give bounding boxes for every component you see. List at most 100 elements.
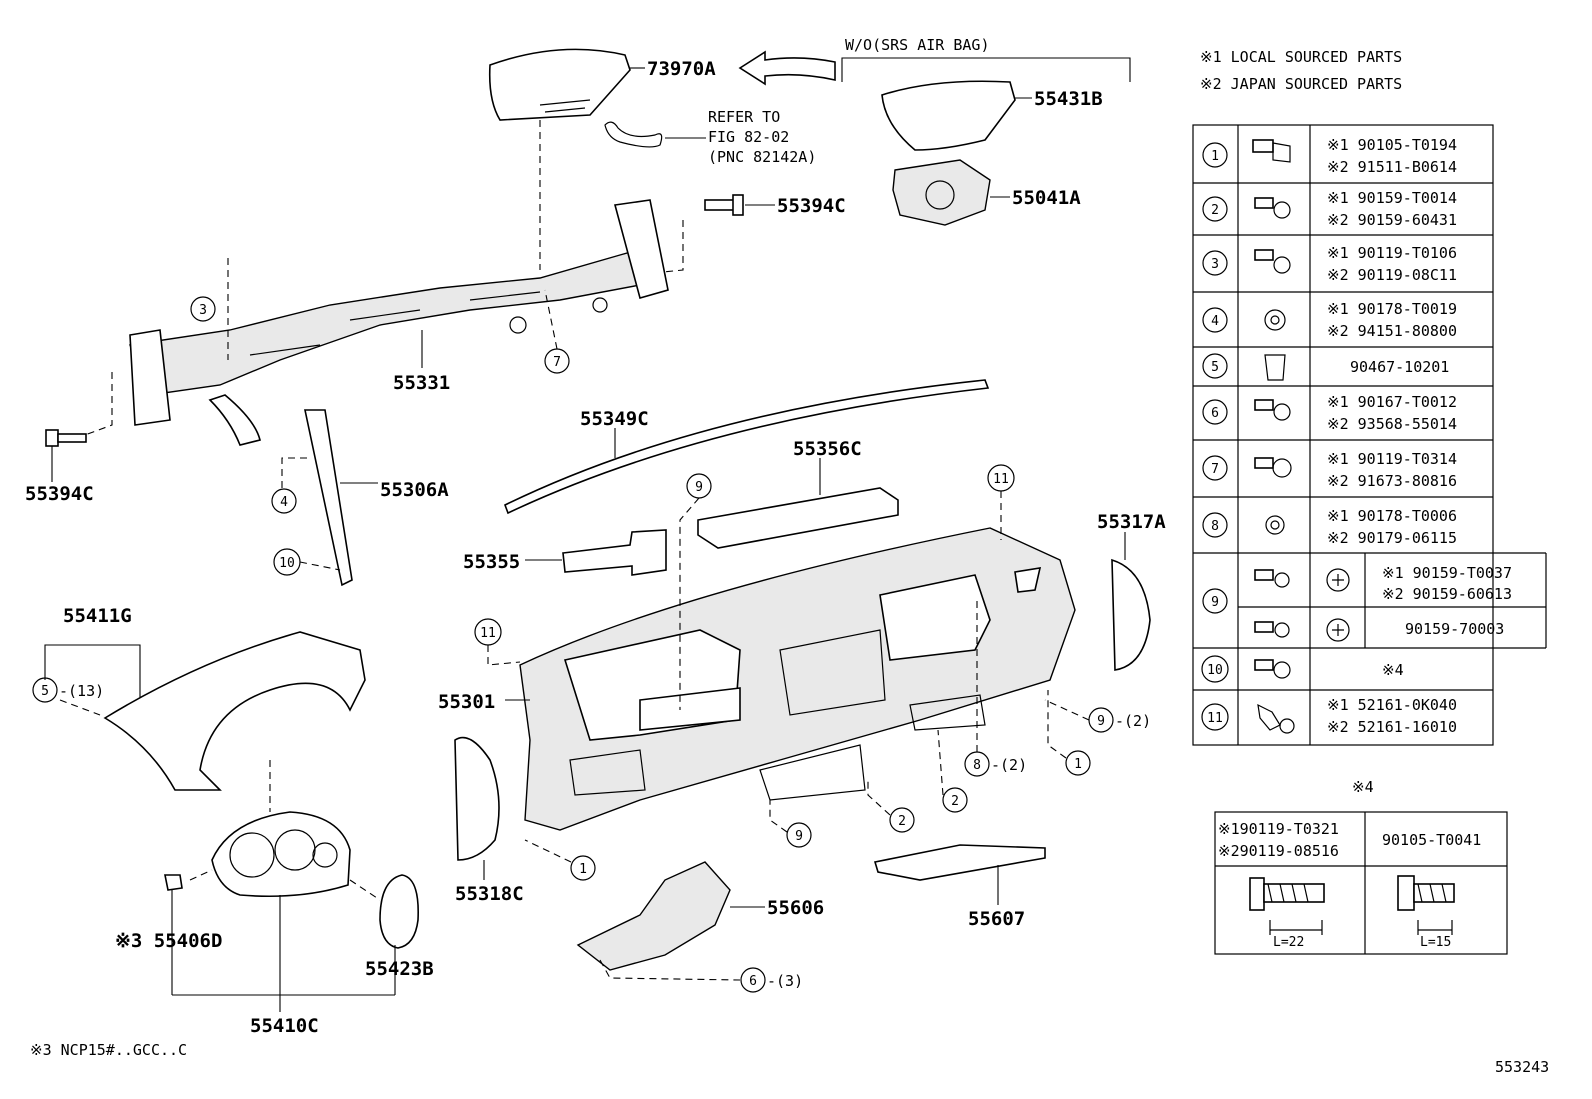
legend-local: ※1 LOCAL SOURCED PARTS — [1200, 48, 1402, 66]
label-55356C: 55356C — [793, 438, 862, 460]
callout-5-qty: -(13) — [59, 682, 104, 700]
label-55306A: 55306A — [380, 479, 449, 501]
row-11: 11 ※1 52161-0K040 ※2 52161-16010 — [1201, 696, 1457, 736]
svg-text:10: 10 — [1207, 663, 1223, 678]
label-55349C: 55349C — [580, 408, 649, 430]
note4-title: ※4 — [1352, 778, 1374, 796]
callout-9-bottom: 9 — [786, 822, 812, 848]
refer-line-1: REFER TO — [708, 108, 780, 126]
label-55355: 55355 — [463, 551, 520, 573]
panel-55301 — [519, 527, 1076, 831]
svg-text:※1 90178-T0006: ※1 90178-T0006 — [1327, 507, 1457, 525]
svg-text:90467-10201: 90467-10201 — [1350, 358, 1449, 376]
svg-text:6: 6 — [1211, 406, 1219, 421]
screw-icon — [1254, 659, 1291, 679]
callout-8-qty: -(2) — [991, 756, 1027, 774]
svg-text:1: 1 — [1211, 149, 1219, 164]
svg-text:※1 90159-T0014: ※1 90159-T0014 — [1327, 189, 1457, 207]
callout-10: 10 — [273, 548, 301, 576]
svg-text:7: 7 — [1211, 462, 1219, 477]
wo-airbag-note: W/O(SRS AIR BAG) — [845, 36, 990, 54]
row-10: 10 ※4 — [1201, 655, 1404, 683]
svg-text:2: 2 — [1211, 203, 1219, 218]
pad-55355 — [562, 529, 667, 576]
row-8: 8 ※1 90178-T0006 ※2 90179-06115 — [1202, 507, 1457, 547]
svg-text:9: 9 — [695, 480, 703, 495]
label-55318C: 55318C — [455, 883, 524, 905]
side-cover-55317A — [1111, 558, 1151, 671]
svg-text:※290119-08516: ※290119-08516 — [1218, 842, 1339, 860]
svg-text:※1 90105-T0194: ※1 90105-T0194 — [1327, 136, 1457, 154]
row-3: 3 ※1 90119-T0106 ※2 90119-08C11 — [1202, 244, 1457, 284]
panel-55607 — [873, 844, 1046, 881]
callout-11-left: 11 — [474, 618, 502, 646]
callout-1-right: 1 — [1065, 750, 1091, 776]
strip-55349C — [503, 379, 990, 515]
svg-text:※2 93568-55014: ※2 93568-55014 — [1327, 415, 1457, 433]
svg-text:1: 1 — [579, 862, 587, 877]
bolt-icon — [45, 429, 87, 447]
svg-text:※1 90167-T0012: ※1 90167-T0012 — [1327, 393, 1457, 411]
meter-55410C — [211, 811, 351, 898]
lid-55431B — [881, 80, 1016, 151]
row-5: 5 90467-10201 — [1202, 353, 1449, 381]
side-cover-55318C — [454, 736, 500, 861]
nut-icon — [1265, 515, 1285, 535]
label-73970A: 73970A — [647, 58, 716, 80]
row-2: 2 ※1 90159-T0014 ※2 90159-60431 — [1202, 189, 1457, 229]
svg-text:※2 90179-06115: ※2 90179-06115 — [1327, 529, 1457, 547]
callout-2-mid: 2 — [889, 807, 915, 833]
svg-text:8: 8 — [973, 758, 981, 773]
row-1: 1 ※1 90105-T0194 ※2 91511-B0614 — [1202, 136, 1457, 176]
hex-head-icon — [1326, 568, 1350, 592]
label-55394C-top: 55394C — [777, 195, 846, 217]
svg-text:※2 52161-16010: ※2 52161-16010 — [1327, 718, 1457, 736]
screw-icon — [1254, 249, 1291, 274]
pad-55356C — [697, 487, 899, 549]
screw-icon — [1254, 621, 1290, 638]
refer-line-2: FIG 82-02 — [708, 128, 789, 146]
callout-1-left: 1 — [570, 855, 596, 881]
svg-text:L=22: L=22 — [1273, 935, 1304, 950]
svg-text:5: 5 — [41, 684, 49, 699]
svg-text:※2 91673-80816: ※2 91673-80816 — [1327, 472, 1457, 490]
svg-text:90159-70003: 90159-70003 — [1405, 620, 1504, 638]
svg-text:※4: ※4 — [1382, 661, 1404, 679]
label-55410C: 55410C — [250, 1015, 319, 1037]
svg-text:2: 2 — [898, 814, 906, 829]
svg-text:※2 90119-08C11: ※2 90119-08C11 — [1327, 266, 1457, 284]
svg-text:5: 5 — [1211, 360, 1219, 375]
svg-text:※1 52161-0K040: ※1 52161-0K040 — [1327, 696, 1457, 714]
label-55423B: 55423B — [365, 958, 434, 980]
row-9: 9 ※1 90159-T0037 ※2 90159-60613 90159-70… — [1202, 564, 1512, 642]
svg-text:7: 7 — [553, 355, 561, 370]
svg-text:3: 3 — [1211, 257, 1219, 272]
screw-icon — [1254, 197, 1291, 219]
arrow-icon — [738, 50, 836, 86]
callout-4: 4 — [271, 488, 297, 514]
screw-icon — [1254, 399, 1291, 421]
callout-3: 3 — [190, 296, 216, 322]
row-6: 6 ※1 90167-T0012 ※2 93568-55014 — [1202, 393, 1457, 433]
svg-text:※2 90159-60431: ※2 90159-60431 — [1327, 211, 1457, 229]
label-55331: 55331 — [393, 372, 450, 394]
callout-9-top: 9 — [686, 473, 712, 499]
svg-text:2: 2 — [951, 794, 959, 809]
label-55301: 55301 — [438, 691, 495, 713]
callout-11-right: 11 — [987, 464, 1015, 492]
svg-text:※2 91511-B0614: ※2 91511-B0614 — [1327, 158, 1457, 176]
legend-japan: ※2 JAPAN SOURCED PARTS — [1200, 75, 1402, 93]
harness-icon — [604, 121, 663, 148]
svg-text:※2 90159-60613: ※2 90159-60613 — [1382, 585, 1512, 603]
callout-8: 8 — [964, 751, 990, 777]
svg-text:※2 94151-80800: ※2 94151-80800 — [1327, 322, 1457, 340]
callout-9-right: 9 — [1088, 707, 1114, 733]
svg-text:4: 4 — [280, 495, 288, 510]
airbag-73970A — [488, 48, 631, 121]
clip-icon — [1264, 354, 1286, 381]
label-55394C-left: 55394C — [25, 483, 94, 505]
footnote-ncp15: ※3 NCP15#..GCC..C — [30, 1041, 187, 1059]
svg-text:9: 9 — [795, 829, 803, 844]
callout-7: 7 — [544, 348, 570, 374]
